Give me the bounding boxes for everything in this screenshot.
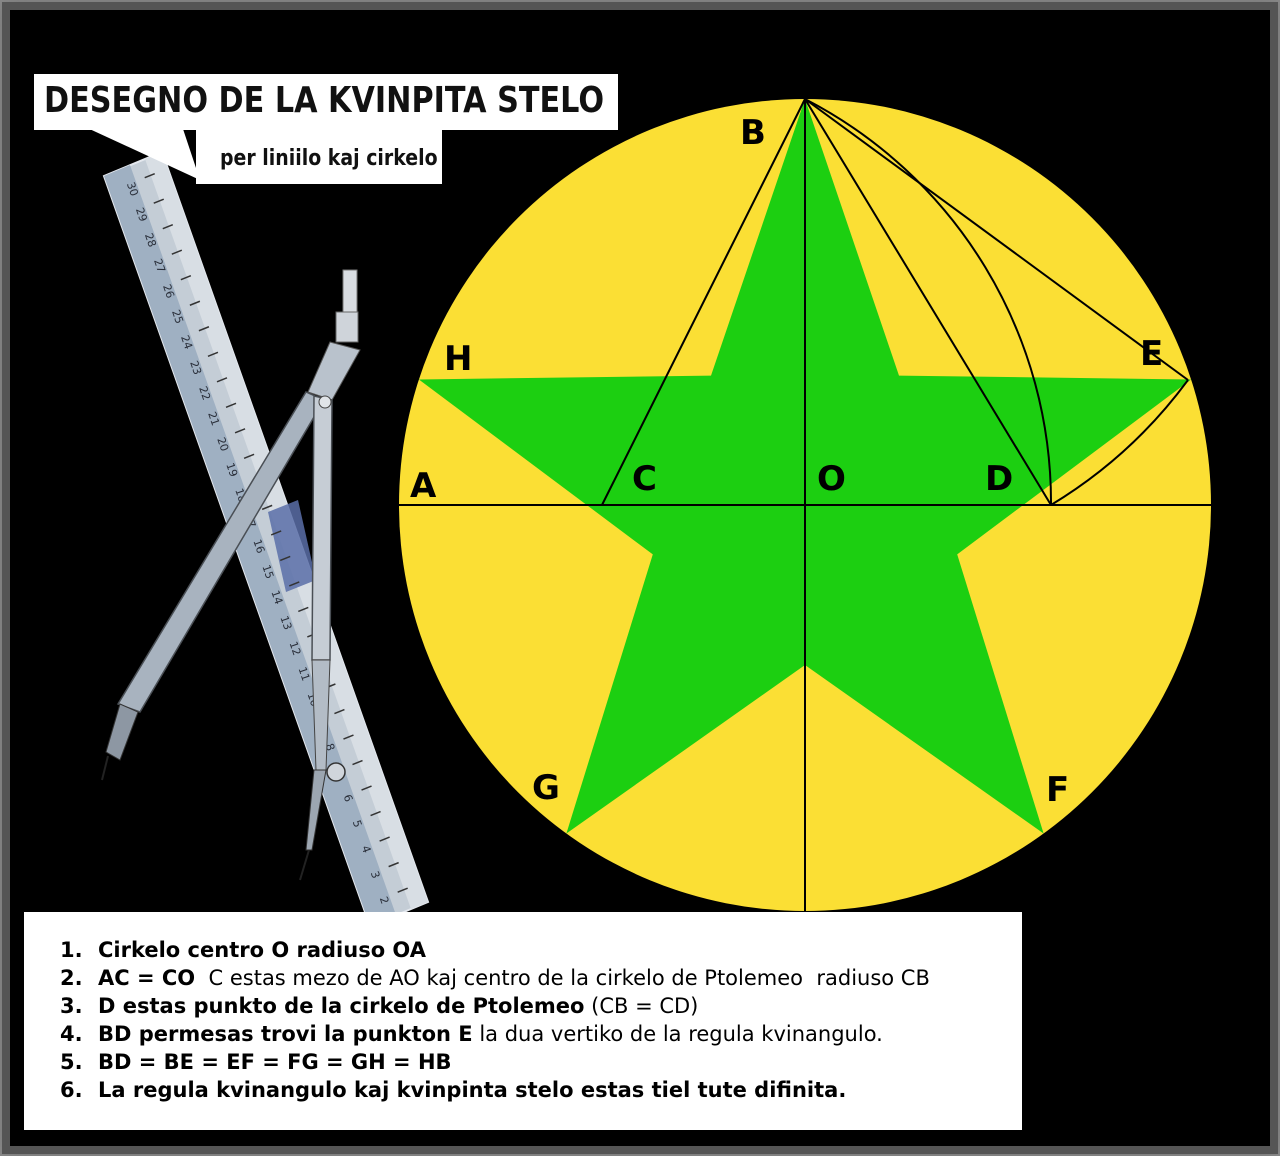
- ruler-mark-label: 24: [178, 334, 195, 351]
- ruler-tick: [388, 861, 399, 868]
- label-a: A: [410, 466, 437, 506]
- label-h: H: [444, 339, 472, 379]
- step-item: 6.La regula kvinangulo kaj kvinpinta ste…: [60, 1078, 847, 1102]
- ruler-tick: [288, 581, 300, 587]
- compass-drawing-tool-icon: [101, 269, 361, 881]
- segment-bd: [804, 98, 1052, 506]
- ruler-tick: [379, 836, 390, 842]
- ruler-mark-label: 16: [250, 538, 267, 555]
- ruler-tick: [171, 249, 183, 255]
- ruler-mark-label: 19: [223, 461, 240, 478]
- ruler-tick: [207, 351, 219, 357]
- ruler-tick: [352, 759, 363, 766]
- step-item: 5.BD = BE = EF = FG = GH = HB: [60, 1050, 452, 1074]
- ruler-tick: [298, 606, 309, 613]
- ruler-tick: [144, 172, 155, 179]
- ruler-tick: [361, 785, 372, 791]
- ruler-tick: [343, 734, 354, 740]
- ruler-mark-label: 4: [359, 844, 374, 855]
- label-o: O: [817, 459, 846, 499]
- ruler-tick: [234, 428, 246, 434]
- step-item: 3.D estas punkto de la cirkelo de Ptolem…: [60, 994, 699, 1018]
- ptolemy-arc: [804, 98, 1053, 506]
- segment-bc: [601, 98, 806, 506]
- ruler-tick: [189, 300, 201, 306]
- ruler-mark-label: 13: [277, 614, 294, 631]
- ruler-mark-label: 2: [377, 895, 392, 906]
- ruler-tick: [270, 530, 282, 536]
- title-callout: [34, 74, 618, 130]
- label-d: D: [985, 459, 1013, 499]
- label-f: F: [1046, 770, 1069, 810]
- subtitle-callout: [196, 130, 442, 184]
- ruler-tick: [162, 223, 174, 230]
- ruler-mark-label: 27: [151, 257, 168, 274]
- ruler-mark-label: 5: [350, 818, 365, 829]
- ruler-mark-label: 23: [187, 359, 204, 376]
- step-item: 4.BD permesas trovi la punkton E la dua …: [60, 1022, 883, 1046]
- ruler-tick: [279, 555, 291, 562]
- ruler-tick: [225, 402, 237, 409]
- ruler-mark-label: 6: [341, 793, 356, 804]
- ruler-tick: [216, 377, 228, 383]
- segment-be: [804, 98, 1189, 381]
- ruler-mark-label: 11: [296, 665, 313, 682]
- ruler-tick: [180, 275, 192, 281]
- title-callout-tail: [70, 120, 200, 180]
- ruler-mark-label: 8: [323, 742, 338, 753]
- ruler-mark-label: 21: [205, 410, 222, 427]
- diagram-subtitle: per liniilo kaj cirkelo: [220, 146, 438, 171]
- ruler-mark-label: 28: [142, 231, 159, 248]
- step-item: 2.AC = CO C estas mezo de AO kaj centro …: [60, 966, 930, 990]
- ruler-tick: [397, 887, 408, 893]
- ruler-mark-label: 12: [286, 640, 303, 657]
- label-c: C: [632, 459, 657, 499]
- diagram-title: DESEGNO DE LA KVINPITA STELO: [44, 80, 605, 121]
- ruler-mark-label: 22: [196, 385, 213, 402]
- ruler-tick: [261, 504, 273, 511]
- ruler-mark-label: 14: [268, 589, 285, 606]
- step-item: 1.Cirkelo centro O radiuso OA: [60, 938, 426, 962]
- ruler-tick: [243, 453, 255, 460]
- ruler-mark-label: 26: [160, 282, 177, 299]
- ruler-mark-label: 15: [259, 563, 276, 580]
- label-g: G: [532, 768, 560, 808]
- arc-de: [1050, 379, 1189, 506]
- ruler-mark-label: 20: [214, 436, 231, 453]
- ruler-mark-label: 29: [133, 206, 150, 223]
- construction-steps: 1.Cirkelo centro O radiuso OA 2.AC = CO …: [60, 936, 930, 1104]
- ruler-tick: [153, 198, 165, 204]
- ruler-mark-label: 3: [368, 869, 383, 880]
- ruler-tick: [370, 810, 381, 817]
- ruler-tick: [198, 326, 210, 332]
- label-b: B: [740, 113, 766, 153]
- ruler-mark-label: 25: [169, 308, 186, 325]
- ruler-tick: [334, 708, 345, 715]
- ruler-mark-label: 30: [124, 180, 141, 197]
- label-e: E: [1140, 334, 1163, 374]
- steps-panel: [24, 912, 1022, 1130]
